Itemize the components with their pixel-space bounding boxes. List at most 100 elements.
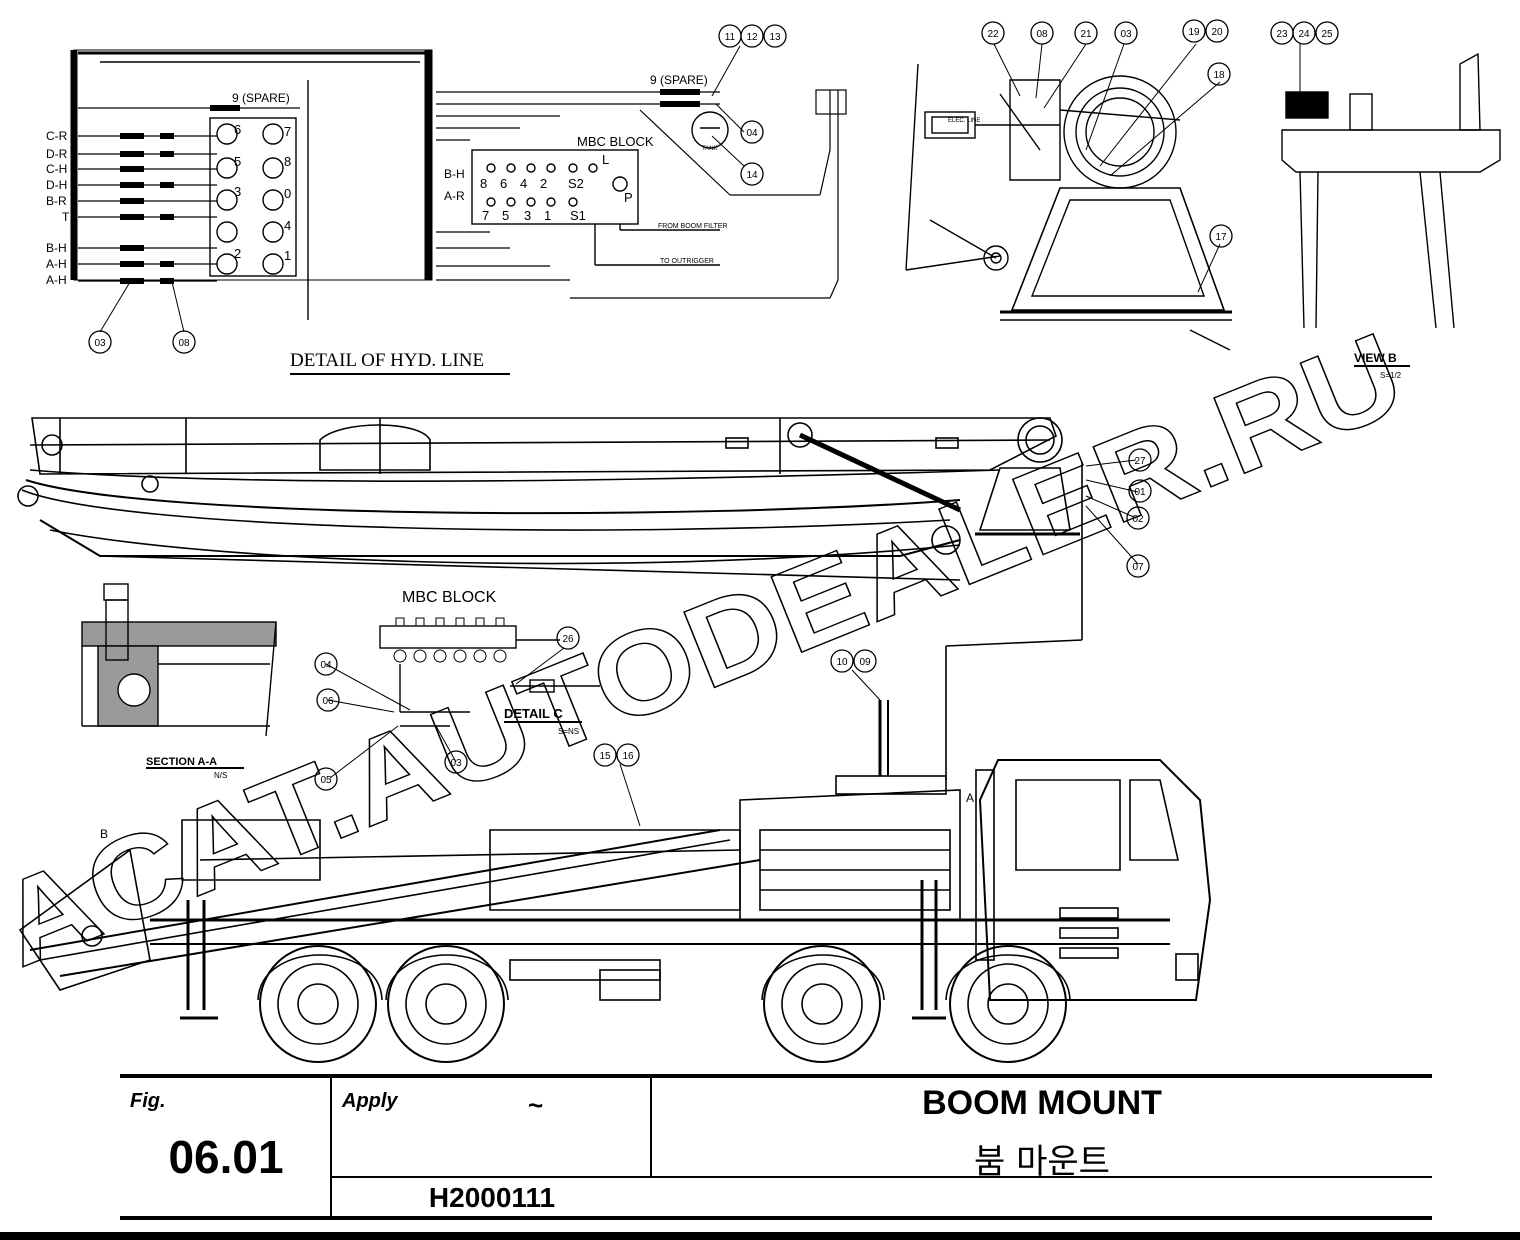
port-number-0: 0 — [284, 186, 291, 201]
hyd-line-title: DETAIL OF HYD. LINE — [290, 350, 484, 371]
block-top-6: 6 — [500, 176, 507, 191]
callout-07: 07 — [1132, 562, 1144, 573]
detail-c-title: DETAIL C — [504, 706, 563, 721]
hose-label-2: D-R — [46, 147, 68, 161]
hose-label-3: C-H — [46, 162, 67, 176]
callout-22: 22 — [987, 29, 999, 40]
watermark-text: ACAT.AUTODEALER.RU — [0, 308, 1421, 992]
block-ports — [486, 163, 598, 207]
callout-05: 05 — [320, 775, 332, 786]
block-top-4: 4 — [520, 176, 527, 191]
bottom-border-band — [0, 1232, 1520, 1240]
callout-03-detailc: 03 — [450, 758, 462, 769]
view-b-title: VIEW B — [1354, 351, 1397, 365]
callout-03-hyd: 03 — [94, 338, 106, 349]
mbc-block-label: MBC BLOCK — [577, 134, 654, 149]
boom-assembly — [17, 417, 1083, 780]
port-number-5: 5 — [234, 154, 241, 169]
title-korean: 붐 마운트 — [974, 1142, 1110, 1182]
title-cell: BOOM MOUNT 붐 마운트 — [652, 1078, 1432, 1182]
fig-number: 06.01 — [168, 1131, 284, 1183]
wheels — [259, 945, 1067, 1063]
block-side-label-ar: A-R — [444, 189, 465, 203]
block-top-s2: S2 — [568, 176, 584, 191]
apply-tilde: ~ — [528, 1090, 544, 1120]
block-bottom-3: 3 — [524, 208, 531, 223]
port-number-2: 2 — [234, 246, 241, 261]
callout-24: 24 — [1298, 29, 1310, 40]
block-bottom-s1: S1 — [570, 208, 586, 223]
hose-label-6: T — [62, 210, 70, 224]
apply-caption: Apply — [342, 1090, 398, 1112]
block-top-2: 2 — [540, 176, 547, 191]
detail-c-scale: S=NS — [558, 727, 579, 736]
callout-18: 18 — [1213, 70, 1225, 81]
callout-08-hyd: 08 — [178, 338, 190, 349]
hose-lines-right — [436, 89, 847, 299]
title-english: BOOM MOUNT — [922, 1084, 1162, 1122]
callout-bubbles — [88, 19, 1339, 791]
truck — [18, 700, 1212, 1063]
detail-hyd-line — [70, 49, 847, 320]
marker-a: A — [966, 791, 974, 805]
elec-line-label: ELEC. LINE — [948, 118, 980, 124]
hose-label-7: B-H — [46, 241, 67, 255]
code-cell: H2000111 — [332, 1178, 652, 1216]
callout-14: 14 — [746, 170, 758, 181]
hose-lines-left — [78, 105, 300, 284]
section-aa — [81, 583, 277, 737]
block-port-p: P — [624, 190, 633, 205]
callout-04-hyd: 04 — [746, 128, 758, 139]
callout-06: 06 — [322, 696, 334, 707]
hose-label-4: D-H — [46, 178, 67, 192]
callout-10: 10 — [836, 657, 848, 668]
block-port-l: L — [602, 152, 609, 167]
block-side-label-bh: B-H — [444, 167, 465, 181]
fig-caption: Fig. — [130, 1090, 166, 1112]
callout-01: 01 — [1134, 487, 1146, 498]
block-bottom-1: 1 — [544, 208, 551, 223]
hose-label-9: A-H — [46, 273, 67, 287]
port-number-3: 3 — [234, 184, 241, 199]
block-top-8: 8 — [480, 176, 487, 191]
callout-08-viewb: 08 — [1036, 29, 1048, 40]
marker-b: B — [100, 827, 108, 841]
block-bottom-5: 5 — [502, 208, 509, 223]
callout-16: 16 — [622, 751, 634, 762]
callout-11: 11 — [725, 32, 736, 43]
spare-left-label: 9 (SPARE) — [232, 91, 290, 105]
callout-02: 02 — [1132, 514, 1144, 525]
callout-21: 21 — [1080, 29, 1092, 40]
hose-label-8: A-H — [46, 257, 67, 271]
note-outrigger: TO OUTRIGGER — [660, 258, 714, 265]
callout-17: 17 — [1215, 232, 1227, 243]
note-tank: TANK — [702, 146, 718, 152]
port-number-7: 7 — [284, 124, 291, 139]
title-block: Fig. 06.01 Apply ~ H2000111 BOOM MOUNT 붐… — [120, 1074, 1432, 1220]
hose-label-1: C-R — [46, 129, 68, 143]
view-b — [905, 52, 1501, 351]
title-underlines — [146, 365, 1410, 769]
port-circles — [216, 123, 284, 275]
port-number-6: 6 — [234, 122, 241, 137]
callout-19: 19 — [1188, 27, 1200, 38]
callout-12: 12 — [746, 32, 758, 43]
note-boom-filter: FROM BOOM FILTER — [658, 223, 727, 230]
callout-09: 09 — [859, 657, 871, 668]
apply-cell: Apply ~ — [332, 1078, 652, 1178]
section-aa-scale: N/S — [214, 771, 227, 780]
callout-23: 23 — [1276, 29, 1288, 40]
callout-27: 27 — [1134, 456, 1146, 467]
callout-15: 15 — [599, 751, 611, 762]
callout-04-detailc: 04 — [320, 660, 332, 671]
callout-26: 26 — [562, 634, 574, 645]
port-number-8: 8 — [284, 154, 291, 169]
detail-c-block-label: MBC BLOCK — [402, 589, 497, 606]
spare-right-label: 9 (SPARE) — [650, 73, 708, 87]
callout-20: 20 — [1211, 27, 1223, 38]
hose-label-5: B-R — [46, 194, 67, 208]
port-number-1: 1 — [284, 248, 291, 263]
detail-c — [379, 617, 600, 727]
watermark: ACAT.AUTODEALER.RU — [0, 307, 1421, 993]
